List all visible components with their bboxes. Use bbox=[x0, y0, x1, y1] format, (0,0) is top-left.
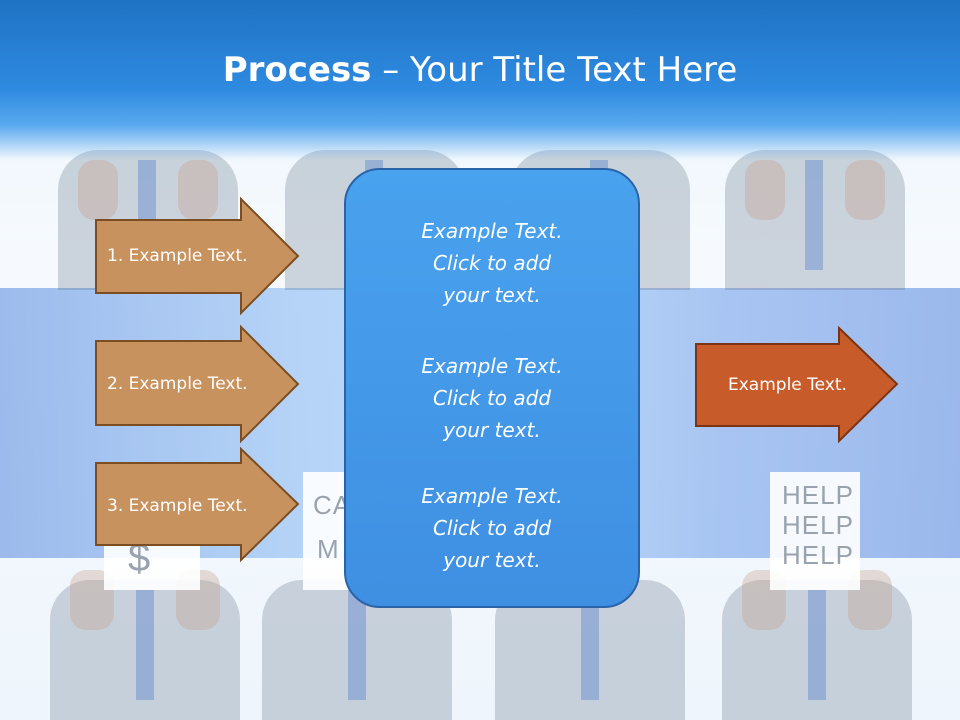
center-text-line: Example Text. bbox=[421, 219, 563, 243]
background-person bbox=[725, 120, 905, 290]
center-text-block: Example Text. Click to add your text. bbox=[346, 215, 638, 311]
title-rest: – Your Title Text Here bbox=[371, 50, 738, 90]
background-sign-text: HELP bbox=[782, 510, 854, 540]
title-bold: Process bbox=[222, 50, 372, 90]
step-label: 1. Example Text. bbox=[107, 246, 248, 266]
center-text-line: Click to add bbox=[432, 386, 552, 410]
background-sign-text: M bbox=[317, 534, 340, 564]
center-text-line: Click to add bbox=[432, 251, 552, 275]
background-person bbox=[50, 560, 240, 720]
center-text-line: Example Text. bbox=[421, 484, 563, 508]
center-text-line: your text. bbox=[443, 283, 541, 307]
arrow-shape bbox=[95, 196, 300, 316]
center-text-line: your text. bbox=[443, 418, 541, 442]
arrow-shape bbox=[695, 325, 899, 444]
step-arrow-3[interactable]: 3. Example Text. bbox=[95, 446, 300, 564]
arrow-shape bbox=[95, 324, 300, 444]
slide-title: Process – Your Title Text Here bbox=[0, 50, 960, 90]
background-sign-text: HELP bbox=[782, 540, 854, 570]
center-text-line: Example Text. bbox=[421, 354, 563, 378]
center-text-block: Example Text. Click to add your text. bbox=[346, 480, 638, 576]
title-band bbox=[0, 0, 960, 160]
background-sign-text: HELP bbox=[782, 480, 854, 510]
arrow-shape bbox=[95, 446, 300, 563]
center-text-block: Example Text. Click to add your text. bbox=[346, 350, 638, 446]
step-label: 3. Example Text. bbox=[107, 496, 248, 516]
center-content-box[interactable]: Example Text. Click to add your text. Ex… bbox=[344, 168, 640, 608]
background-sign bbox=[770, 472, 860, 590]
center-text-line: your text. bbox=[443, 548, 541, 572]
step-arrow-1[interactable]: 1. Example Text. bbox=[95, 196, 300, 316]
background-person bbox=[722, 560, 912, 720]
step-arrow-2[interactable]: 2. Example Text. bbox=[95, 324, 300, 444]
background-sign-text: $ bbox=[128, 536, 152, 580]
output-arrow[interactable]: Example Text. bbox=[695, 325, 900, 444]
center-text-line: Click to add bbox=[432, 516, 552, 540]
step-label: 2. Example Text. bbox=[107, 374, 248, 394]
background-sign-text: CA bbox=[313, 490, 352, 520]
output-label: Example Text. bbox=[728, 375, 847, 395]
